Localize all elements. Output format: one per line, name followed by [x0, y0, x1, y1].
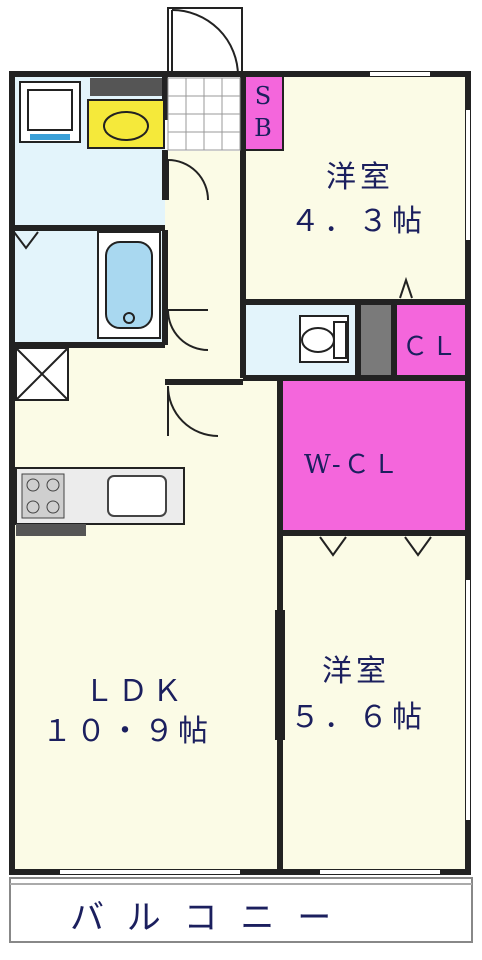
- closet: [394, 302, 466, 378]
- ldk-size: １０・９帖: [42, 714, 212, 749]
- sliding-door: [275, 610, 285, 740]
- kitchen-counter: [15, 467, 185, 536]
- balcony-label: バ ル コ ニ ー: [70, 898, 338, 938]
- door-swings: [13, 159, 432, 557]
- walk-in-closet: [280, 380, 466, 533]
- refrigerator-space: [15, 347, 69, 401]
- ldk-name: ＬＤＫ: [84, 674, 186, 709]
- washing-machine: [19, 81, 81, 143]
- entrance-door: [167, 7, 243, 77]
- ldk-floor: [14, 345, 280, 870]
- closet-label: ＣＬ: [402, 332, 461, 362]
- vanity-sink: [87, 78, 165, 149]
- pipe-shaft: [358, 302, 394, 378]
- western-room-1-size: ４．３帖: [290, 204, 426, 239]
- shoe-box-label-bottom: B: [254, 114, 272, 142]
- western-room-2-size: ５．６帖: [290, 700, 426, 735]
- toilet: [299, 315, 349, 363]
- western-room-2-name: 洋室: [322, 654, 390, 689]
- shoe-box-label-top: S: [254, 82, 272, 110]
- bathtub: [97, 231, 161, 339]
- balcony-floor: [9, 877, 473, 943]
- western-room-1-name: 洋室: [326, 160, 394, 195]
- entrance-tile: [167, 77, 241, 151]
- walk-in-closet-label: W-ＣＬ: [304, 450, 402, 480]
- western-room-2-floor: [280, 533, 466, 870]
- windows: [60, 72, 470, 874]
